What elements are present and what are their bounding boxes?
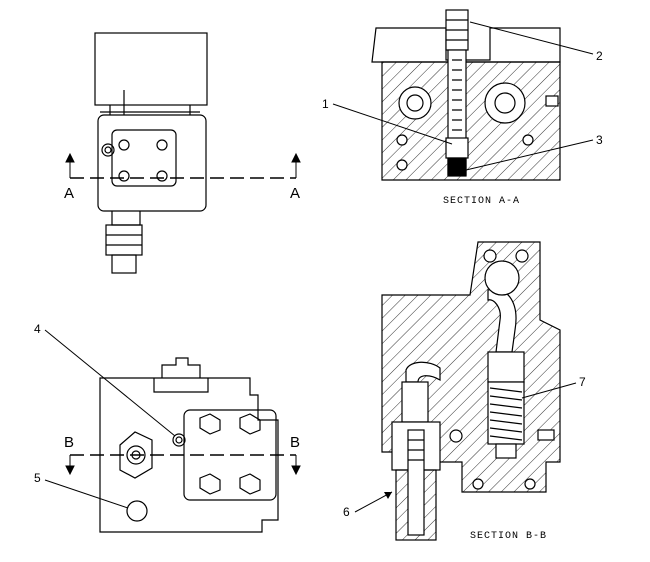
arrow-down-icon [65, 455, 75, 476]
arrow-up-icon [65, 152, 75, 178]
leader-line-7 [521, 382, 577, 399]
bolt-icon [396, 159, 408, 171]
top-fitting [161, 357, 201, 378]
plug-inner-icon [104, 146, 112, 154]
bolt-icon [396, 134, 408, 146]
top-boss [153, 378, 209, 393]
section-mark-b-right: B [290, 434, 300, 451]
stem-threads [452, 59, 462, 131]
valve-body [97, 114, 207, 212]
callout-5: 5 [34, 471, 129, 509]
section-mark-a-left: A [64, 185, 74, 202]
plug-icon [101, 143, 115, 157]
adjust-screw-threads [446, 19, 468, 41]
hex-bolt-icon [239, 413, 261, 435]
bolt-icon [472, 478, 484, 490]
callout-3: 3 [465, 133, 603, 171]
bolt-icon [524, 478, 536, 490]
section-bb-view [381, 241, 561, 541]
bolt-icon [118, 170, 130, 182]
callout-2: 2 [469, 21, 603, 63]
hex-bolt-icon [239, 473, 261, 495]
cartridge-threads [408, 439, 424, 461]
section-title-bb: SECTION B-B [470, 531, 547, 542]
callout-label-4: 4 [34, 322, 41, 336]
spool-end [495, 443, 517, 459]
spring-seat [445, 137, 469, 159]
callout-label-5: 5 [34, 471, 41, 485]
leader-line-2 [469, 21, 594, 55]
fitting-hex [105, 224, 143, 256]
valve-seat [447, 157, 467, 177]
plug-icon [449, 429, 463, 443]
drain-plug-icon [126, 500, 148, 522]
solenoid-body [94, 32, 208, 106]
leader-line-3 [465, 139, 594, 171]
bolt-hole-icon [483, 249, 497, 263]
leader-line-5 [44, 479, 129, 509]
fitting-tip [111, 254, 137, 274]
leader-line-4 [44, 329, 176, 437]
cover-plate [111, 129, 177, 187]
solenoid-base [100, 105, 200, 115]
bolt-icon [118, 139, 130, 151]
spring-cap [487, 351, 525, 383]
view-bottom-left [99, 357, 279, 533]
bolt-hole-icon [515, 249, 529, 263]
section-title-aa: SECTION A-A [443, 196, 520, 207]
callout-label-2: 2 [596, 49, 603, 63]
main-port-icon [126, 445, 146, 465]
pilot-bore [401, 381, 429, 423]
passage-top-icon [484, 260, 520, 296]
callout-1: 1 [322, 97, 453, 145]
callout-label-1: 1 [322, 97, 329, 111]
arrow-down-icon [291, 455, 301, 476]
callout-4: 4 [34, 322, 176, 437]
bolt-icon [156, 170, 168, 182]
callout-6: 6 [343, 491, 393, 519]
fitting-lines [106, 234, 142, 246]
arrow-icon [384, 492, 392, 499]
main-port-hex-icon [119, 431, 153, 479]
leader-line-6 [354, 491, 393, 513]
pilot-passage [405, 361, 441, 383]
callout-label-3: 3 [596, 133, 603, 147]
hex-bolt-icon [199, 413, 221, 435]
callout-7: 7 [521, 375, 586, 399]
section-mark-a-right: A [290, 185, 300, 202]
port-left-inner-icon [406, 94, 424, 112]
fitting-neck [111, 211, 141, 226]
spring-coils [489, 387, 523, 441]
port-right-inner-icon [494, 92, 516, 114]
hex-bolt-icon [199, 473, 221, 495]
arrow-up-icon [291, 152, 301, 178]
leader-line-1 [332, 103, 453, 145]
bolt-icon [156, 139, 168, 151]
sectioned-body [381, 61, 561, 181]
valve-housing [99, 377, 279, 533]
bolt-icon [522, 134, 534, 146]
view-top-left [94, 32, 208, 274]
section-aa-view [371, 9, 561, 181]
plug-inner-icon [175, 436, 183, 444]
cartridge-bore [407, 429, 425, 536]
plug-icon [172, 433, 186, 447]
callout-label-7: 7 [579, 375, 586, 389]
side-plug [545, 95, 559, 107]
section-mark-b-left: B [64, 434, 74, 451]
side-plug [537, 429, 555, 441]
callout-label-6: 6 [343, 505, 350, 519]
